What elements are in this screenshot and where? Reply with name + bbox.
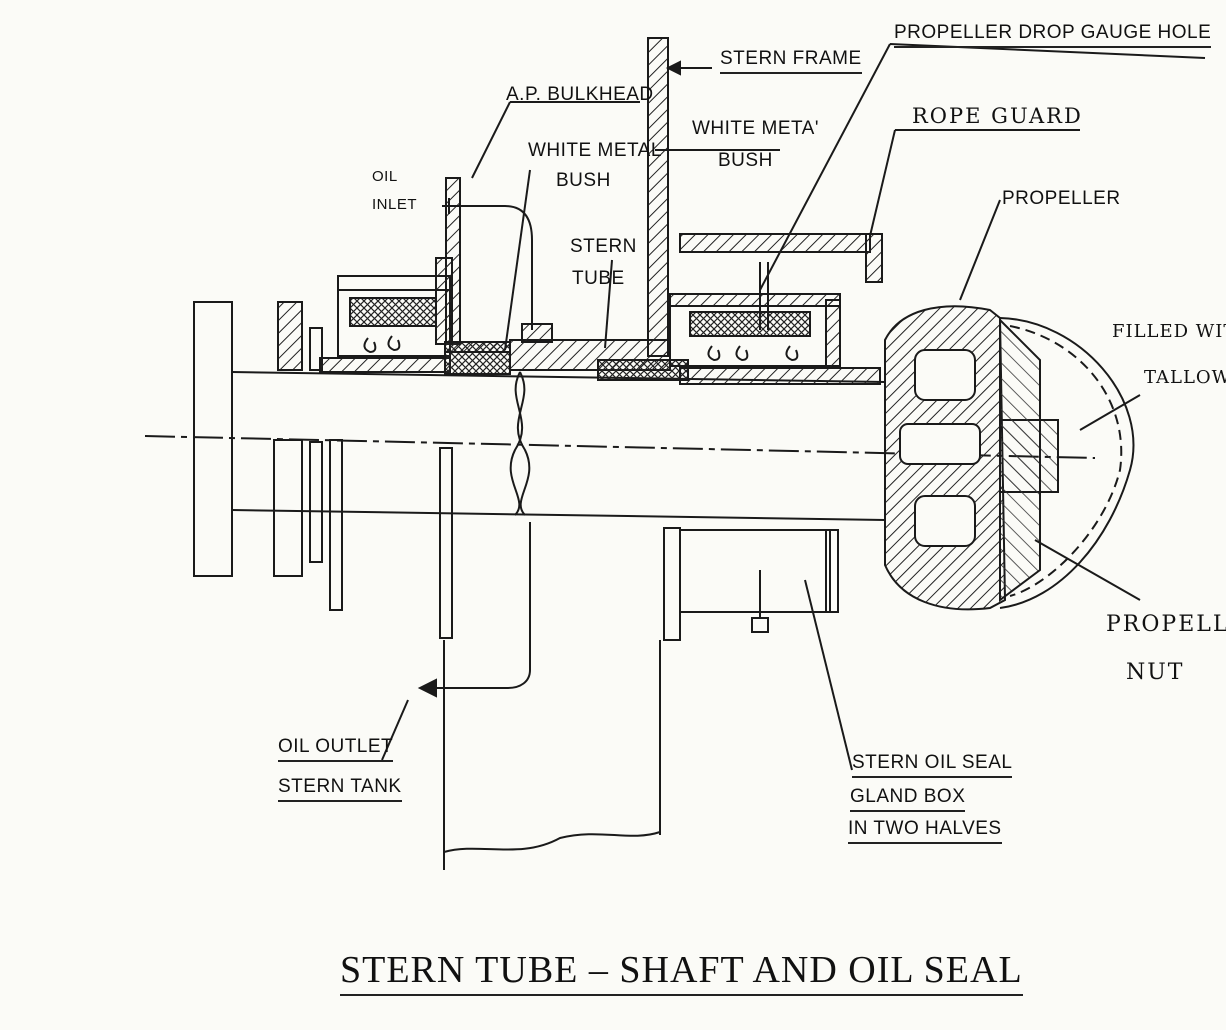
label-oil-inlet-line2: INLET [372, 196, 418, 213]
label-gland-line1: STERN OIL SEAL [852, 752, 1013, 778]
label-white-metal-bush-1-line2: BUSH [556, 170, 611, 191]
label-stern-tube-line2: TUBE [572, 268, 625, 289]
label-propeller-nut-line1: PROPELLER [1106, 612, 1226, 637]
rope-guard [679, 233, 871, 253]
label-propeller-drop-gauge-hole: PROPELLER DROP GAUGE HOLE [894, 22, 1212, 48]
label-white-metal-bush-1-line1: WHITE METAL [528, 140, 662, 161]
stern-oil-seal-gland-box [679, 529, 831, 613]
label-filled-with-line2: TALLOW [1144, 367, 1226, 388]
label-white-metal-bush-2-line2: BUSH [718, 150, 773, 171]
oil-outlet-pipe [420, 522, 531, 689]
label-stern-frame: STERN FRAME [720, 48, 862, 74]
shaft-break [509, 371, 524, 516]
label-gland-line3: IN TWO HALVES [848, 818, 1002, 844]
label-propeller-nut-line2: NUT [1126, 660, 1185, 685]
label-stern-tube-line1: STERN [570, 236, 637, 257]
label-white-metal-bush-2-line1: WHITE META' [692, 118, 819, 139]
shaft-bottom-edge [231, 509, 886, 521]
label-rope-guard: ROPE GUARD [912, 104, 1083, 128]
stern-frame [647, 37, 669, 357]
label-gland-line2: GLAND BOX [850, 786, 966, 812]
label-propeller: PROPELLER [1002, 188, 1121, 209]
forward-seal-ring [277, 301, 303, 371]
label-ap-bulkhead: A.P. BULKHEAD [506, 84, 654, 105]
oil-inlet-pipe [455, 205, 533, 330]
label-filled-with-line1: FILLED WITH [1112, 321, 1226, 342]
label-oil-outlet-line2: STERN TANK [278, 776, 402, 802]
diagram-title: STERN TUBE – SHAFT AND OIL SEAL [340, 948, 1023, 996]
shaft-flange [193, 301, 233, 577]
label-oil-inlet-line1: OIL [372, 168, 398, 185]
label-oil-outlet-line1: OIL OUTLET [278, 736, 394, 762]
propeller-cone [999, 317, 1135, 609]
